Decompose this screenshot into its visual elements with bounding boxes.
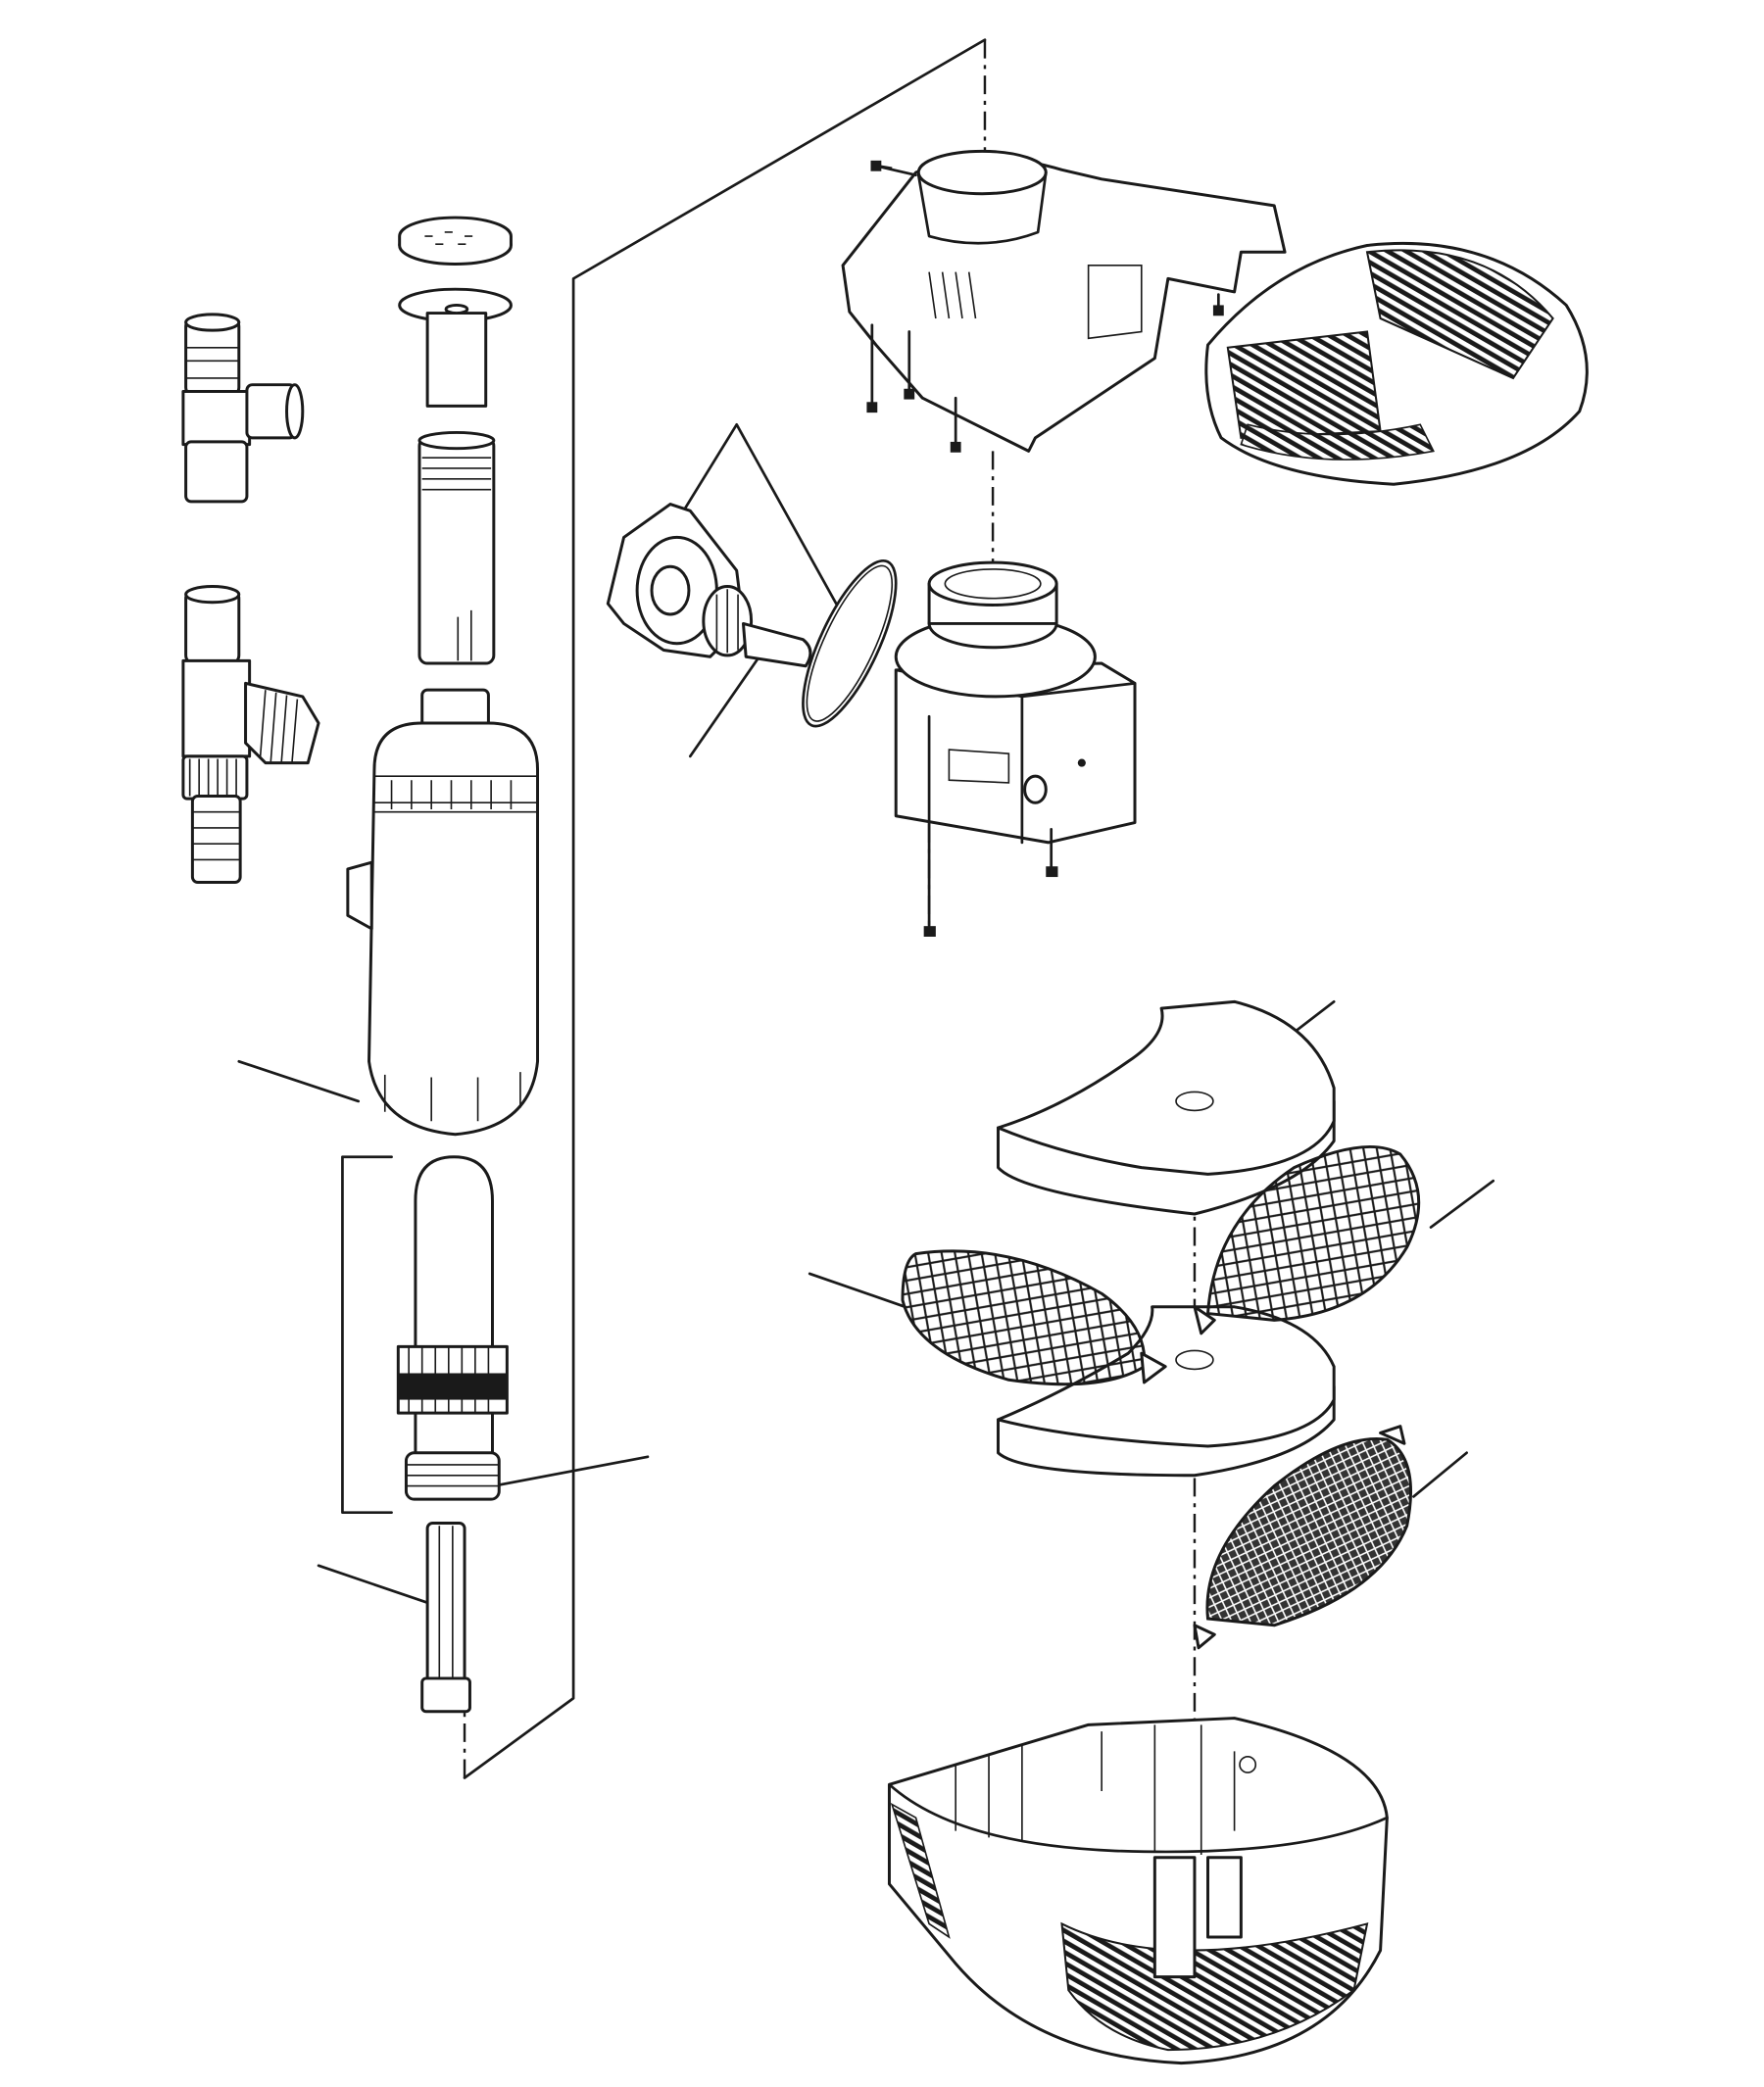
filter-base-housing (887, 1717, 1389, 2065)
outlet-cap (398, 216, 513, 266)
pump-upper-cover (841, 149, 1287, 453)
callout-leader-lines (237, 422, 1495, 1607)
grille-lid (1204, 242, 1589, 486)
pump-motor-body (894, 560, 1137, 845)
foam-pad-lower (997, 1305, 1336, 1478)
impeller (702, 585, 812, 668)
threaded-tube (417, 430, 496, 665)
outlet-spout (398, 287, 513, 408)
uv-clarifier-housing (346, 688, 540, 1137)
o-ring (802, 558, 898, 728)
quartz-sleeve-assembly (341, 1155, 509, 1515)
t-fitting-upper (181, 313, 305, 504)
filter-media-bag-right (1193, 1144, 1421, 1335)
t-fitting-lower (181, 585, 320, 884)
motor-screws (923, 714, 1058, 937)
uv-lamp (420, 1522, 471, 1714)
foam-pad-upper (997, 999, 1336, 1216)
filter-media-bag-left (901, 1249, 1167, 1386)
cover-screws (866, 160, 1224, 453)
carbon-media-bag (1193, 1425, 1413, 1650)
